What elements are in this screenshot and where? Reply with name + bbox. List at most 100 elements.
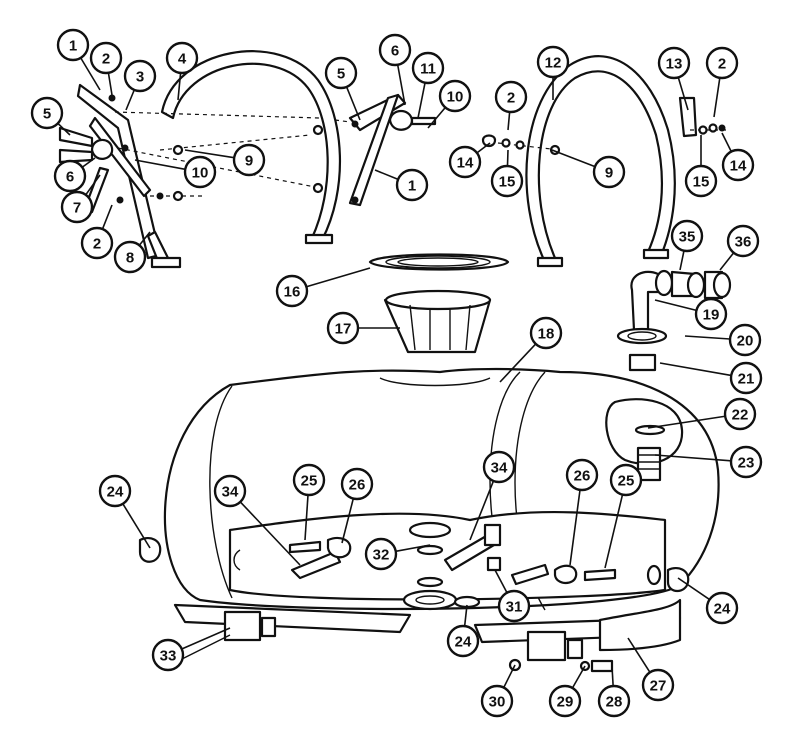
callout-circle [183,155,217,189]
callout-circle [529,316,563,350]
callout-circle [729,445,763,479]
callout-number: 24 [455,634,472,651]
callout-number: 28 [606,694,623,711]
callout-34: 34 [213,474,301,566]
callout-30: 30 [480,664,516,718]
callout-4: 4 [165,41,199,101]
callout-number: 4 [178,51,187,68]
callout-number: 31 [506,599,523,616]
callout-leader [122,503,151,549]
callout-number: 19 [703,307,720,324]
callout-number: 14 [457,155,474,172]
callout-number: 24 [714,601,731,618]
callout-9: 9 [184,143,266,177]
callout-2: 2 [80,204,114,260]
callout-number: 34 [491,460,508,477]
callout-18: 18 [499,316,563,383]
callout-circle [98,474,132,508]
callout-circle [657,46,691,80]
callout-6: 6 [378,33,412,106]
callout-circle [89,41,123,75]
callout-leader [476,142,491,154]
callout-36: 36 [719,224,760,271]
callout-leader [304,494,309,541]
callout-leader [604,494,624,569]
callout-number: 24 [107,484,124,501]
callout-number: 10 [447,89,464,106]
callout-circle [213,474,247,508]
callout-10: 10 [134,155,217,189]
strainer-basket [383,289,492,354]
callout-circle [480,684,514,718]
callout-9: 9 [551,149,626,189]
callout-leader [721,132,733,152]
callout-number: 2 [718,56,726,73]
callout-22: 22 [647,397,757,431]
callout-circle [232,143,266,177]
callout-23: 23 [654,445,763,479]
callout-circle [609,463,643,497]
callout-1: 1 [374,168,429,202]
callout-circle [684,164,718,198]
callout-leader [85,174,101,196]
callout-26: 26 [565,458,599,566]
callout-leader [396,64,406,106]
callout-25: 25 [292,463,326,541]
callout-leader [494,569,508,594]
callout-17: 17 [326,311,400,345]
callout-7: 7 [60,174,101,224]
left-tank-strap [160,50,341,245]
callout-circle [705,591,739,625]
callout-circle [438,79,472,113]
callout-leader [677,77,689,111]
callout-leader [569,489,581,566]
callout-2: 2 [494,80,528,131]
callout-number: 32 [373,547,390,564]
callout-number: 25 [301,473,318,490]
callout-number: 5 [43,106,51,123]
callout-circle [721,148,755,182]
callout-number: 25 [618,473,635,490]
callout-leader [395,544,431,553]
callout-circle [694,297,728,331]
callout-5: 5 [30,96,71,136]
callout-number: 11 [420,61,436,78]
callout-number: 23 [738,455,755,472]
callout-leader [502,664,516,688]
callout-circle [482,450,516,484]
callout-leader [138,231,151,246]
callout-leader [463,604,468,627]
callout-leader [134,159,186,171]
callout-number: 26 [349,477,366,494]
callout-number: 8 [126,250,134,267]
callout-number: 26 [574,468,591,485]
callout-circle [411,51,445,85]
callout-leader [184,149,235,159]
callout-number: 35 [679,229,696,246]
callout-28: 28 [597,665,631,718]
callout-31: 31 [494,569,531,623]
callout-leader [679,250,685,271]
callout-number: 15 [499,174,516,191]
callout-26: 26 [340,467,374,544]
callout-number: 12 [545,55,562,72]
callout-circle [448,145,482,179]
callout-leader [345,86,361,121]
callout-5: 5 [324,56,361,121]
callout-number: 6 [66,169,74,186]
callout-number: 34 [222,484,239,501]
callout-2: 2 [705,46,739,118]
callout-circle [56,28,90,62]
callout-number: 14 [730,158,747,175]
callout-15: 15 [490,149,524,198]
callout-number: 1 [408,178,416,195]
callout-29: 29 [548,665,586,718]
callout-number: 17 [335,321,352,338]
callout-leader [627,637,651,673]
callout-circle [446,624,480,658]
callout-circle [292,463,326,497]
callout-19: 19 [654,297,728,331]
callout-15: 15 [684,135,718,198]
callout-number: 6 [391,43,399,60]
top-fitting-assembly [616,269,732,372]
